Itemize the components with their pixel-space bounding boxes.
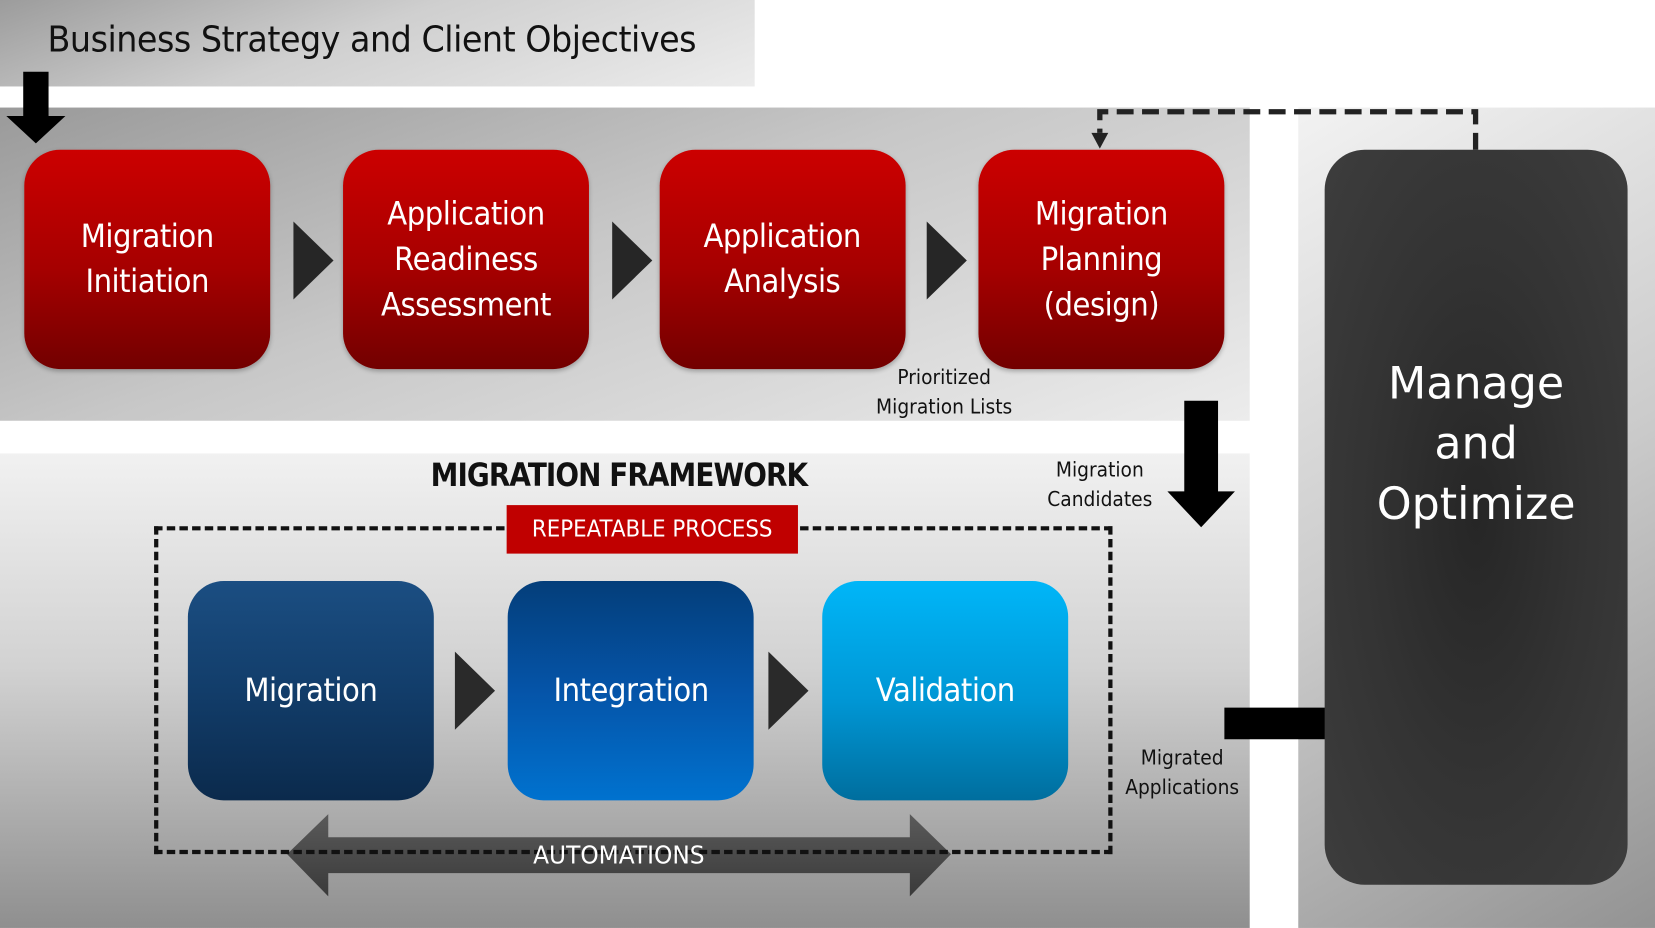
manage-label: Manage and Optimize: [1376, 357, 1576, 530]
migration-candidates-label: Migration Candidates: [1047, 458, 1153, 512]
chevron-right-icon: [454, 651, 496, 730]
feedback-arrowhead-icon: [1091, 132, 1109, 149]
step-migration[interactable]: Migration: [187, 581, 434, 801]
feedback-dashed-connector: [1097, 109, 1479, 150]
chevron-right-icon: [293, 221, 334, 300]
chevron-right-icon: [612, 221, 653, 300]
step-integration[interactable]: Integration: [507, 581, 754, 801]
step-label: Validation: [875, 672, 1015, 710]
automations-label-wrap: AUTOMATIONS: [328, 837, 910, 873]
phase-application-analysis[interactable]: Application Analysis: [659, 149, 906, 370]
business-strategy-banner: [0, 0, 755, 87]
migrated-applications-label: Migrated Applications: [1125, 746, 1240, 800]
prioritized-lists-label: Prioritized Migration Lists: [876, 365, 1013, 419]
step-label: Integration: [553, 672, 709, 710]
phase-label: Application Readiness Assessment: [381, 195, 551, 324]
chevron-right-icon: [926, 221, 967, 300]
phase-label: Migration Initiation: [80, 218, 214, 301]
step-validation[interactable]: Validation: [822, 581, 1069, 801]
repeatable-process-label: REPEATABLE PROCESS: [531, 516, 773, 543]
entry-down-arrow-icon: [6, 71, 66, 144]
automations-double-arrow-icon: [287, 814, 952, 897]
business-strategy-title: Business Strategy and Client Objectives: [47, 18, 697, 62]
phase-migration-planning[interactable]: Migration Planning (design): [978, 149, 1225, 370]
phase-migration-initiation[interactable]: Migration Initiation: [24, 149, 271, 370]
step-label: Migration: [244, 672, 378, 710]
phase-label: Application Analysis: [703, 218, 862, 301]
migrated-right-arrow-icon: [1224, 688, 1379, 759]
phase-label: Migration Planning (design): [1034, 195, 1168, 324]
chevron-right-icon: [768, 651, 809, 730]
migration-framework-title: MIGRATION FRAMEWORK: [430, 457, 809, 495]
repeatable-process-badge: REPEATABLE PROCESS: [506, 505, 798, 554]
manage-and-optimize-box[interactable]: Manage and Optimize: [1324, 149, 1628, 885]
automations-label: AUTOMATIONS: [533, 840, 705, 870]
candidates-down-arrow-icon: [1167, 400, 1235, 528]
phase-application-readiness-assessment[interactable]: Application Readiness Assessment: [343, 149, 589, 370]
